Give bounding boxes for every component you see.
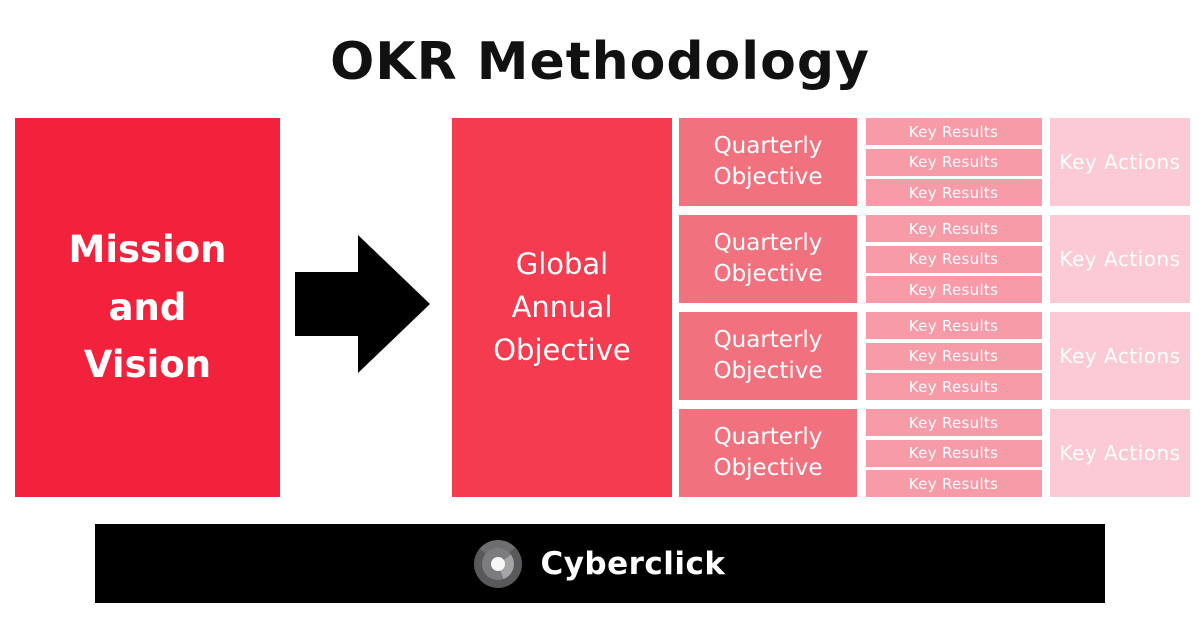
- key-results-bar: Key Results: [865, 179, 1042, 206]
- key-actions-box: Key Actions: [1050, 215, 1190, 303]
- key-results-bar: Key Results: [865, 215, 1042, 242]
- key-results-bar: Key Results: [865, 470, 1042, 497]
- okr-row: Quarterly Objective Key Results Key Resu…: [679, 215, 1190, 303]
- quarterly-objective-box: Quarterly Objective: [679, 118, 857, 206]
- key-results-bar: Key Results: [865, 148, 1042, 176]
- okr-row: Quarterly Objective Key Results Key Resu…: [679, 409, 1190, 497]
- page-title: OKR Methodology: [330, 32, 870, 92]
- brand-name: Cyberclick: [540, 545, 726, 582]
- quarterly-objective-box: Quarterly Objective: [679, 312, 857, 400]
- okr-row: Quarterly Objective Key Results Key Resu…: [679, 118, 1190, 206]
- key-results-bar: Key Results: [865, 342, 1042, 370]
- okr-rows: Quarterly Objective Key Results Key Resu…: [679, 118, 1190, 497]
- key-results-group: Key Results Key Results Key Results: [865, 215, 1042, 303]
- cyberclick-logo-center-dot: [491, 556, 506, 571]
- key-actions-box: Key Actions: [1050, 409, 1190, 497]
- key-results-bar: Key Results: [865, 409, 1042, 436]
- right-arrow-icon: [295, 235, 431, 373]
- key-results-group: Key Results Key Results Key Results: [865, 409, 1042, 497]
- key-results-group: Key Results Key Results Key Results: [865, 118, 1042, 206]
- key-results-bar: Key Results: [865, 276, 1042, 303]
- mission-vision-box: Mission and Vision: [15, 118, 280, 497]
- right-arrow-shape: [295, 235, 430, 373]
- footer-brand-bar: Cyberclick: [95, 524, 1105, 603]
- key-results-group: Key Results Key Results Key Results: [865, 312, 1042, 400]
- key-results-bar: Key Results: [865, 118, 1042, 145]
- key-actions-box: Key Actions: [1050, 312, 1190, 400]
- key-actions-box: Key Actions: [1050, 118, 1190, 206]
- key-results-bar: Key Results: [865, 245, 1042, 273]
- key-results-bar: Key Results: [865, 312, 1042, 339]
- global-annual-objective-box: Global Annual Objective: [452, 118, 672, 497]
- quarterly-objective-box: Quarterly Objective: [679, 409, 857, 497]
- okr-row: Quarterly Objective Key Results Key Resu…: [679, 312, 1190, 400]
- key-results-bar: Key Results: [865, 439, 1042, 467]
- quarterly-objective-box: Quarterly Objective: [679, 215, 857, 303]
- key-results-bar: Key Results: [865, 373, 1042, 400]
- cyberclick-target-logo-icon: [474, 539, 523, 588]
